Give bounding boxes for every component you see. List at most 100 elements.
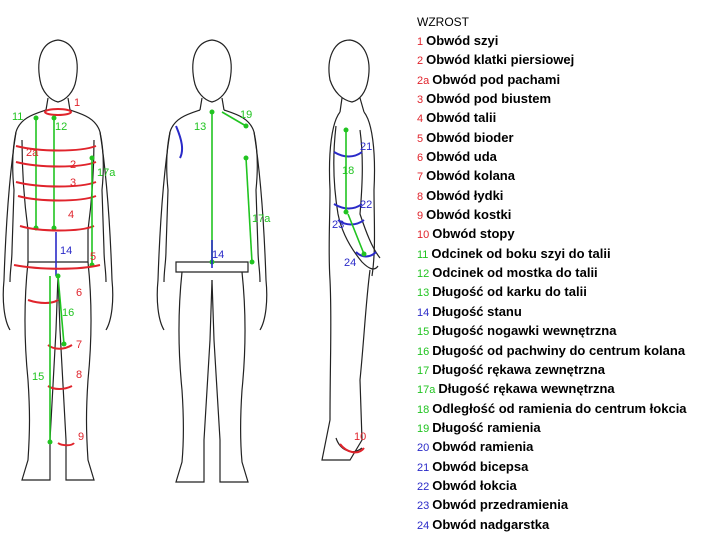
label-19: 19 xyxy=(240,109,252,121)
label-24: 24 xyxy=(344,257,356,269)
legend-item-label: Obwód bioder xyxy=(426,129,514,145)
legend-item-number: 11 xyxy=(417,248,429,261)
legend-item-number: 7 xyxy=(417,171,424,184)
legend-item-label: Obwód pod pachami xyxy=(432,71,561,87)
label-17a-back: 17a xyxy=(252,213,271,225)
legend-item-label: Odcinek od boku szyi do talii xyxy=(431,245,611,261)
legend-item-number: 22 xyxy=(417,480,430,493)
label-3: 3 xyxy=(70,177,76,189)
legend-item-number: 14 xyxy=(417,306,430,319)
legend-item-number: 20 xyxy=(417,442,430,455)
label-2: 2 xyxy=(70,159,76,171)
legend-item-number: 17 xyxy=(417,364,430,377)
back-figure xyxy=(156,39,268,483)
legend-item-label: Obwód nadgarstka xyxy=(432,516,550,532)
legend-item-label: Obwód stopy xyxy=(432,226,515,242)
body-figures: 1 11 12 2a 2 17a 3 4 14 5 6 16 7 15 8 9 xyxy=(2,39,381,483)
legend-item-number: 23 xyxy=(417,500,430,513)
legend-item-label: Obwód łokcia xyxy=(432,477,517,493)
measurement-diagram: 1 11 12 2a 2 17a 3 4 14 5 6 16 7 15 8 9 xyxy=(2,39,381,483)
legend-item-number: 19 xyxy=(417,422,430,435)
label-10: 10 xyxy=(354,431,366,443)
side-figure xyxy=(321,39,381,461)
label-16: 16 xyxy=(62,307,74,319)
label-21: 21 xyxy=(360,141,372,153)
legend-item-number: 24 xyxy=(417,519,430,532)
label-4: 4 xyxy=(68,209,74,221)
legend-item-number: 4 xyxy=(417,113,424,126)
legend-item-number: 17a xyxy=(417,384,436,397)
legend-item-number: 5 xyxy=(417,132,424,145)
label-14-back: 14 xyxy=(212,249,224,261)
legend-item-number: 8 xyxy=(417,190,424,203)
label-13: 13 xyxy=(194,121,206,133)
back-labels: 13 19 17a 14 xyxy=(194,109,271,261)
legend-item-label: Obwód szyi xyxy=(426,33,499,48)
legend-item-label: Obwód bicepsa xyxy=(432,458,529,474)
legend-item-label: Obwód kostki xyxy=(426,207,512,223)
legend-item-number: 6 xyxy=(417,152,424,165)
label-11: 11 xyxy=(12,111,23,123)
label-9: 9 xyxy=(78,431,84,443)
legend-title: WZROST xyxy=(417,15,469,29)
legend-item-label: Długość nogawki wewnętrzna xyxy=(432,323,617,339)
label-17a-front: 17a xyxy=(97,167,116,179)
legend-item-label: Długość od pachwiny do centrum kolana xyxy=(432,342,686,358)
legend-item-number: 16 xyxy=(417,345,430,358)
legend-item-label: Obwód łydki xyxy=(426,187,504,203)
label-15: 15 xyxy=(32,371,44,383)
legend-item-label: Odległość od ramienia do centrum łokcia xyxy=(432,400,687,416)
legend-item-label: Obwód pod biustem xyxy=(426,91,552,107)
legend-item-label: Długość rękawa zewnętrzna xyxy=(432,361,605,377)
back-measurements xyxy=(175,109,255,268)
legend-item-number: 3 xyxy=(417,94,424,107)
label-12: 12 xyxy=(55,121,67,133)
side-labels: 21 18 22 23 24 10 xyxy=(332,141,372,443)
label-2a: 2a xyxy=(26,147,39,159)
legend-item-number: 13 xyxy=(417,287,430,300)
label-22: 22 xyxy=(360,199,372,211)
legend-item-number: 1 xyxy=(417,36,424,48)
legend-item-number: 21 xyxy=(417,461,430,474)
legend-item-number: 2a xyxy=(417,74,430,87)
label-7: 7 xyxy=(76,339,82,351)
legend-item-number: 18 xyxy=(417,403,430,416)
front-labels: 1 11 12 2a 2 17a 3 4 14 5 6 16 7 15 8 9 xyxy=(12,97,116,443)
legend-item-label: Długość ramienia xyxy=(432,419,541,435)
legend-item-label: Obwód ramienia xyxy=(432,439,534,455)
legend-item-number: 15 xyxy=(417,326,430,339)
legend-item-label: Obwód uda xyxy=(426,149,497,165)
front-measurements xyxy=(13,108,101,447)
label-6: 6 xyxy=(76,287,82,299)
legend-item-number: 9 xyxy=(417,210,424,223)
legend-item-label: Obwód kolana xyxy=(426,168,515,184)
legend-item-number: 10 xyxy=(417,229,430,242)
legend-item-number: 12 xyxy=(417,268,430,281)
label-18: 18 xyxy=(342,165,354,177)
